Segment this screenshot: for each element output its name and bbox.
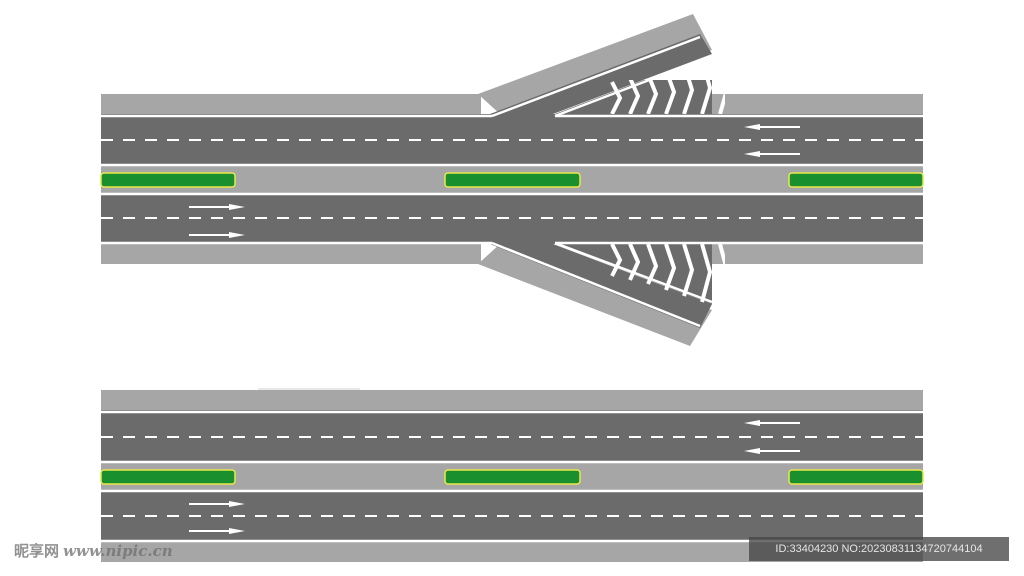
top-outer-shoulder-left xyxy=(101,94,481,114)
top-ramp-shoulder xyxy=(478,14,712,114)
right-arrow-icon xyxy=(189,501,245,507)
planter xyxy=(788,172,924,188)
lower-carriageway xyxy=(101,490,923,542)
top-outer-shoulder-right xyxy=(712,94,923,114)
planter xyxy=(444,172,581,188)
bottom-median-planters xyxy=(100,469,924,485)
lower-carriageway xyxy=(101,193,923,244)
bottom-ramp-shoulder xyxy=(478,244,712,346)
bottom-lane-dividers xyxy=(101,436,923,517)
bottom-lane-arrows xyxy=(189,420,800,534)
top-edge-lines xyxy=(101,35,923,328)
upper-gore-chevrons xyxy=(555,80,725,114)
planter xyxy=(100,469,236,485)
right-arrow-icon xyxy=(189,204,245,210)
planter xyxy=(788,469,924,485)
left-arrow-icon xyxy=(744,448,800,454)
watermark-logo-text: 昵享网 xyxy=(14,542,60,560)
planter xyxy=(100,172,236,188)
right-arrow-icon xyxy=(189,232,245,238)
upper-carriageway xyxy=(101,410,923,463)
bottom-outer-shoulder-left xyxy=(101,244,481,264)
top-lane-dividers xyxy=(101,139,923,219)
watermark-id-badge: ID:33404230 NO:20230831134720744104 xyxy=(749,537,1009,561)
planter xyxy=(444,469,581,485)
top-lane-arrows xyxy=(189,124,800,238)
left-arrow-icon xyxy=(744,420,800,426)
bottom-outer-shoulder-right xyxy=(712,244,923,264)
left-arrow-icon xyxy=(744,151,800,157)
watermark-id-text: ID:33404230 NO:20230831134720744104 xyxy=(775,543,983,555)
watermark-url: www.nipic.cn xyxy=(63,542,173,560)
top-road-diagram xyxy=(100,14,924,346)
bottom-road-diagram xyxy=(100,388,924,562)
upper-carriageway xyxy=(101,114,923,166)
right-arrow-icon xyxy=(189,528,245,534)
top-outer-shoulder xyxy=(101,390,923,410)
top-median-planters xyxy=(100,172,924,188)
bottom-outer-shoulder xyxy=(101,542,923,562)
left-arrow-icon xyxy=(744,124,800,130)
